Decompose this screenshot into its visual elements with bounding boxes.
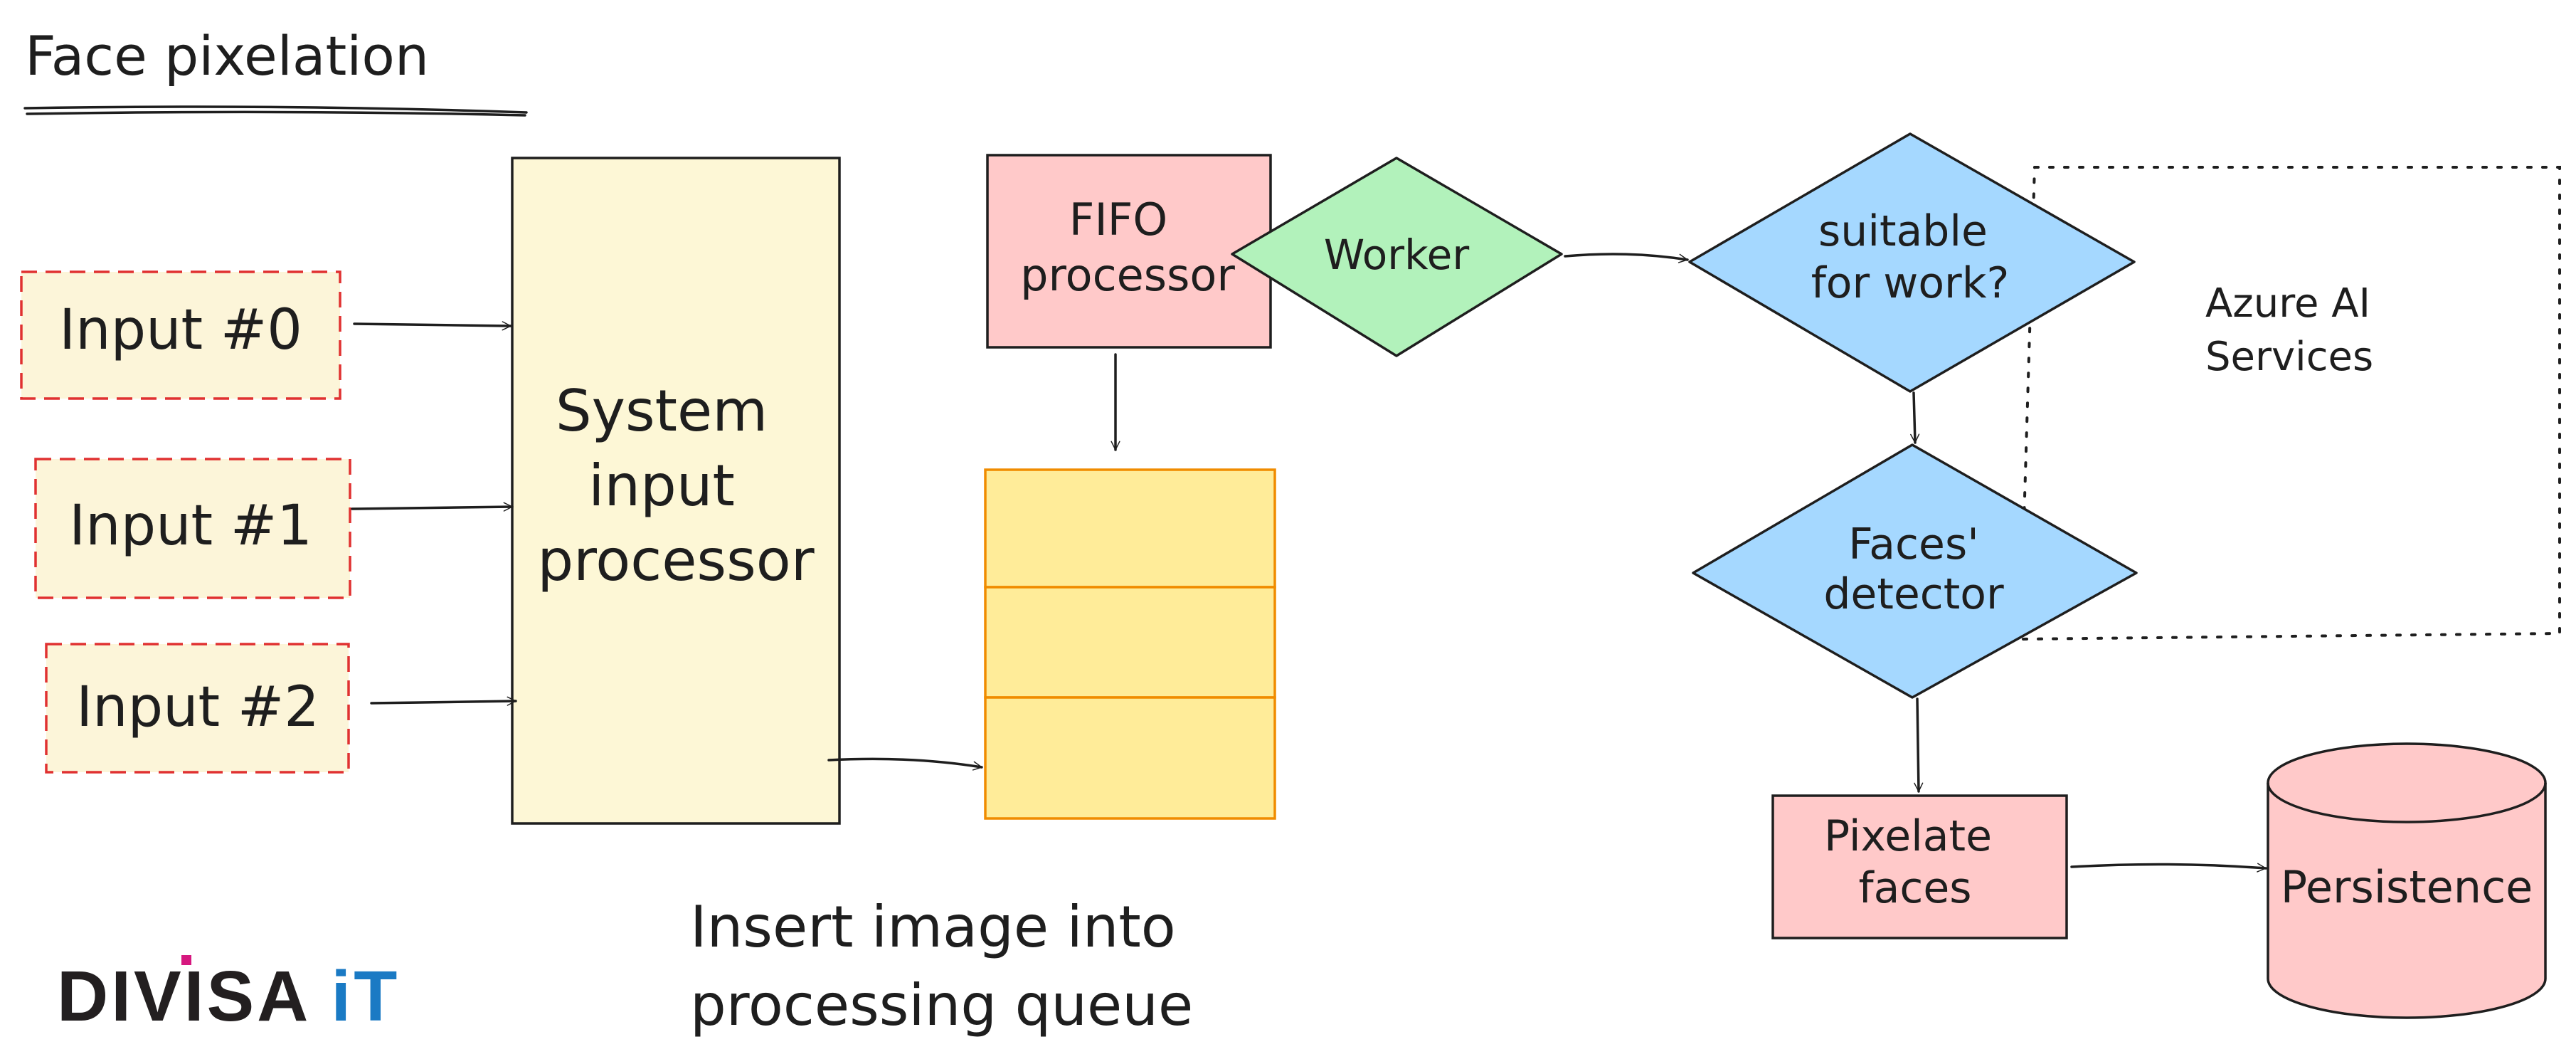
page-title: Face pixelation	[25, 24, 429, 88]
faces-detector-diamond	[1692, 443, 2138, 699]
system-processor-line-1: System	[556, 378, 768, 444]
suitable-line-2: for work?	[1811, 258, 2010, 308]
input-0-label: Input #0	[59, 298, 302, 362]
arrow-processor-to-queue	[827, 757, 983, 771]
arrow-detector-to-pixelate	[1914, 697, 1924, 793]
logo-text-divisa: DIVISA	[57, 957, 312, 1036]
persistence-label: Persistence	[2281, 861, 2533, 913]
suitable-line-1: suitable	[1818, 206, 1988, 256]
queue-slot-3	[984, 696, 1276, 820]
input-2-box	[45, 643, 350, 774]
title-underline	[23, 105, 528, 114]
arrow-worker-to-suitable	[1564, 253, 1689, 263]
azure-line-2: Services	[2205, 334, 2373, 380]
fifo-line-1: FIFO	[1069, 194, 1167, 246]
system-input-processor-box	[511, 157, 841, 825]
input-0-box	[20, 270, 341, 400]
fifo-line-2: processor	[1020, 249, 1235, 301]
system-processor-line-2: input	[588, 453, 735, 519]
persistence-cylinder	[2267, 742, 2547, 1019]
fifo-processor-box	[986, 154, 1272, 349]
pixelate-line-2: faces	[1858, 863, 1971, 913]
persistence-cylinder-top-rim	[2267, 782, 2547, 823]
arrow-input-2	[370, 696, 517, 706]
azure-services-region	[2018, 166, 2561, 641]
detector-line-1: Faces'	[1848, 520, 1978, 569]
queue-slot-2	[984, 586, 1276, 699]
arrow-input-0	[353, 321, 512, 331]
arrow-input-1	[351, 502, 514, 512]
system-processor-line-3: processor	[537, 527, 814, 594]
arrow-pixelate-to-persistence	[2070, 863, 2267, 873]
detector-line-2: detector	[1823, 569, 2004, 619]
queue-caption-line-2: processing queue	[690, 972, 1193, 1038]
arrow-suitable-to-detector	[1910, 391, 1920, 444]
logo-text-it: iT	[331, 957, 401, 1036]
input-1-label: Input #1	[69, 494, 312, 558]
worker-label: Worker	[1324, 231, 1469, 279]
pixelate-faces-box	[1771, 794, 2068, 939]
logo-accent-dot	[181, 955, 191, 965]
queue-slot-1	[984, 468, 1276, 589]
suitable-decision-diamond	[1688, 132, 2136, 393]
queue-caption-line-1: Insert image into	[690, 894, 1176, 960]
input-2-label: Input #2	[76, 675, 319, 739]
azure-line-1: Azure AI	[2205, 280, 2370, 327]
worker-diamond	[1231, 157, 1563, 357]
input-1-box	[34, 458, 351, 599]
pixelate-line-1: Pixelate	[1824, 811, 1992, 861]
